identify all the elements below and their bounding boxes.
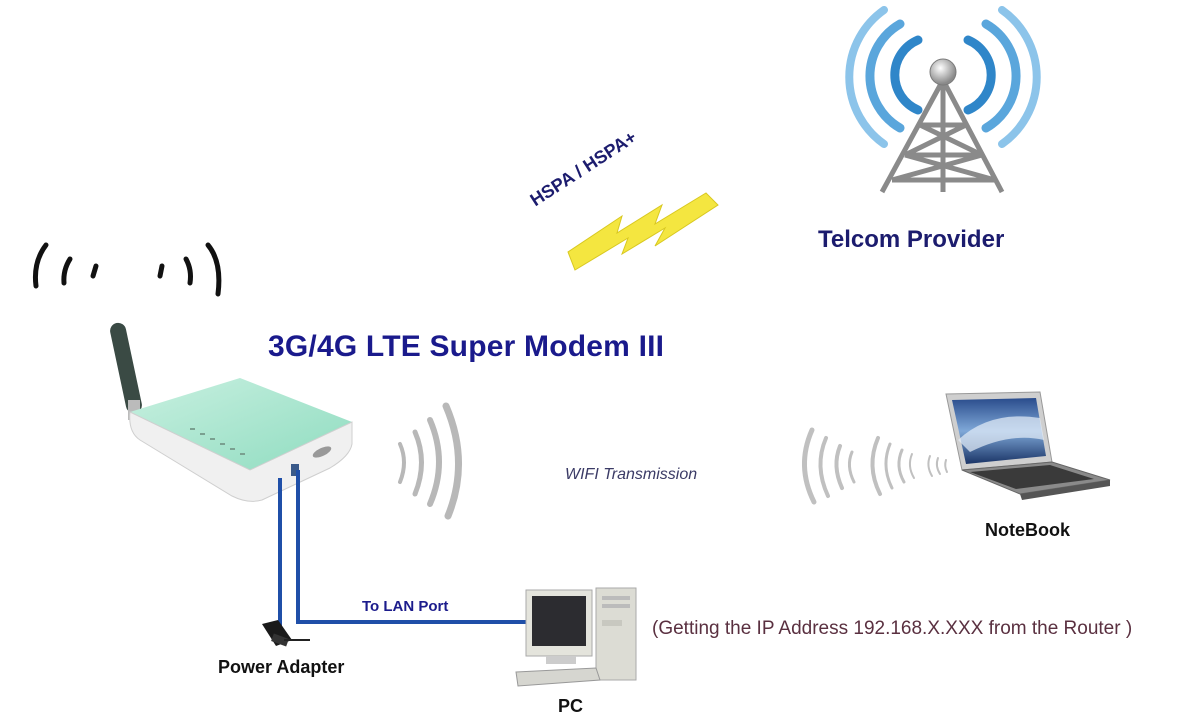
- wifi-waves-modem-icon: [398, 402, 462, 520]
- wifi-waves-notebook-icon: [801, 427, 948, 505]
- cable-lines: [278, 470, 528, 628]
- power-adapter-icon: [262, 620, 310, 647]
- notebook-label: NoteBook: [985, 520, 1070, 540]
- telcom-provider-label: Telcom Provider: [818, 226, 1005, 253]
- lightning-bolt-icon: [567, 192, 719, 271]
- ip-address-note: (Getting the IP Address 192.168.X.XXX fr…: [652, 618, 1133, 639]
- desktop-pc-icon: [515, 587, 637, 687]
- lan-link-label: To LAN Port: [362, 598, 449, 615]
- page-title: 3G/4G LTE Super Modem III: [268, 330, 665, 363]
- broadcast-icon: [33, 242, 222, 297]
- laptop-icon: [945, 391, 1111, 500]
- power-adapter-label: Power Adapter: [218, 657, 345, 677]
- cell-tower-icon: [845, 6, 1041, 194]
- wifi-link-label: WIFI Transmission: [565, 466, 698, 483]
- pc-label: PC: [558, 696, 584, 716]
